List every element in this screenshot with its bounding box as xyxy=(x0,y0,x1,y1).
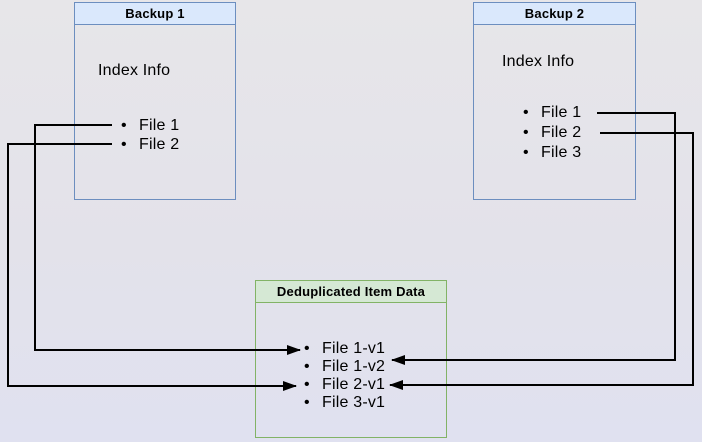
backup1-index-info-label: Index Info xyxy=(98,62,171,79)
backup1-box: Backup 1 xyxy=(74,2,236,200)
backup2-index-info-label: Index Info xyxy=(502,53,575,70)
backup1-file-list: File 1File 2 xyxy=(121,116,179,154)
list-item: File 3-v1 xyxy=(304,394,385,412)
backup2-header: Backup 2 xyxy=(474,3,635,25)
backup1-header: Backup 1 xyxy=(75,3,235,25)
list-item: File 1-v1 xyxy=(304,340,385,358)
list-item: File 2 xyxy=(121,135,179,154)
backup2-file-list: File 1File 2File 3 xyxy=(523,103,581,163)
backup2-box: Backup 2 xyxy=(473,2,636,200)
list-item: File 1 xyxy=(523,103,581,123)
dedup-item-list: File 1-v1File 1-v2File 2-v1File 3-v1 xyxy=(304,340,385,412)
dedup-store-header: Deduplicated Item Data xyxy=(256,281,446,303)
list-item: File 1 xyxy=(121,116,179,135)
list-item: File 2-v1 xyxy=(304,376,385,394)
list-item: File 2 xyxy=(523,123,581,143)
list-item: File 3 xyxy=(523,143,581,163)
list-item: File 1-v2 xyxy=(304,358,385,376)
